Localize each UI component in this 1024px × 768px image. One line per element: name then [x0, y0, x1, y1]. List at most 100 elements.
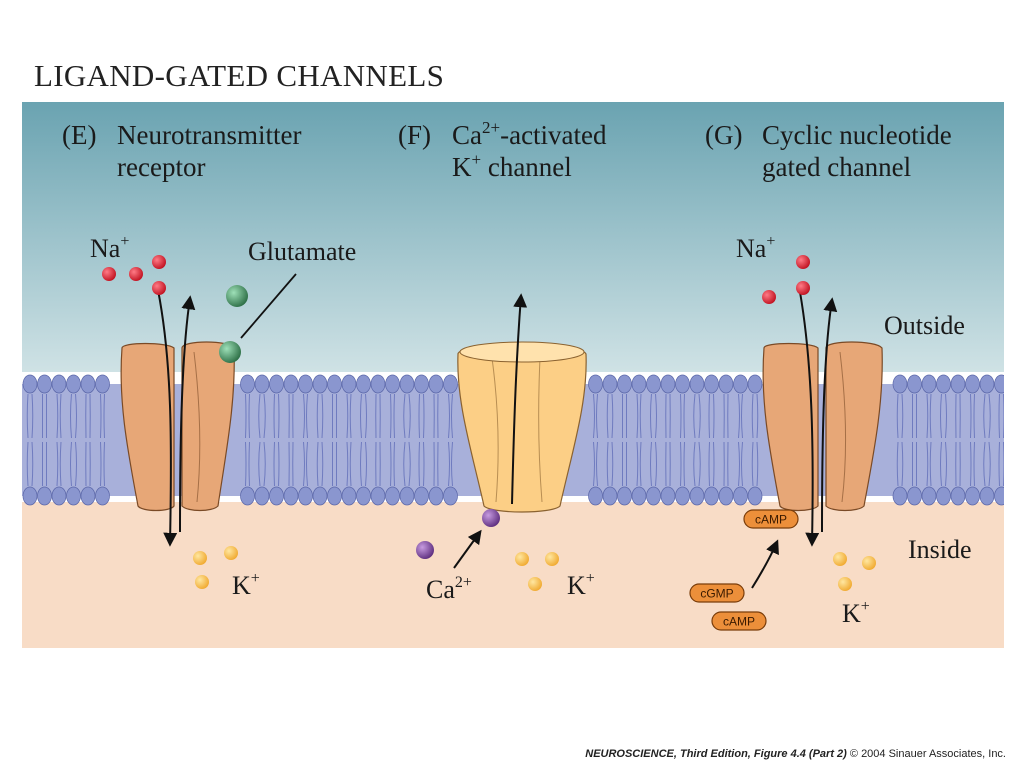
- panel-e-header: (E) Neurotransmitter receptor: [62, 120, 301, 182]
- lipid-head: [965, 486, 980, 506]
- lipid-tail: [390, 441, 395, 487]
- lipid-head: [660, 486, 676, 506]
- lipid-tail: [433, 393, 439, 439]
- camp-badge: cAMP: [711, 611, 767, 631]
- lipid-tail: [896, 393, 904, 439]
- lipid-tail: [926, 441, 932, 487]
- k-label-g: K+: [842, 598, 870, 628]
- glutamate-leader-line: [240, 273, 297, 339]
- lipid-head: [66, 374, 81, 394]
- lipid-head: [617, 486, 632, 506]
- lipid-tail: [751, 441, 759, 487]
- lipid-head: [921, 486, 937, 506]
- panel-f-line1: Ca2+-activated: [452, 118, 607, 150]
- lipid-tail: [912, 394, 917, 438]
- inside-region: [22, 502, 1004, 648]
- lipid-tail: [955, 441, 961, 487]
- lipid-tail: [100, 393, 105, 439]
- lipid-head: [341, 486, 357, 506]
- k-label-f: K+: [567, 570, 595, 600]
- k-label-e: K+: [232, 570, 260, 600]
- lipid-tail: [448, 393, 453, 439]
- lipid-tail: [258, 393, 266, 439]
- lipid-head: [80, 486, 96, 506]
- lipid-head: [283, 486, 299, 506]
- lipid-tail: [403, 393, 411, 439]
- lipid-head: [385, 374, 400, 394]
- lipid-head: [428, 486, 444, 506]
- lipid-head: [356, 486, 371, 506]
- lipid-head: [22, 486, 38, 506]
- panel-g-header: (G) Cyclic nucleotide gated channel: [705, 120, 952, 182]
- na-influx-arrow-e: [157, 289, 178, 547]
- lipid-head: [675, 486, 690, 506]
- channel-e: [120, 341, 235, 512]
- k-ion: [862, 556, 876, 570]
- lipid-head: [254, 374, 270, 394]
- lipid-head: [37, 486, 52, 506]
- k-ion: [833, 552, 847, 566]
- lipid-head: [399, 486, 415, 506]
- lipid-head: [283, 374, 299, 394]
- lipid-tail: [622, 441, 627, 486]
- lipid-head: [704, 374, 719, 394]
- lipid-tail: [288, 393, 294, 439]
- lipid-tail: [390, 393, 395, 439]
- lipid-tail: [273, 393, 280, 439]
- k-ion: [193, 551, 207, 565]
- lipid-tail: [693, 393, 701, 439]
- lipid-head: [892, 486, 908, 506]
- lipid-head: [646, 486, 661, 506]
- channel-f: [457, 341, 587, 513]
- lipid-tail: [693, 441, 701, 487]
- lipid-tail: [723, 393, 729, 439]
- lipid-head: [341, 374, 357, 394]
- lipid-tail: [273, 441, 280, 487]
- lipid-head: [631, 374, 647, 394]
- panel-e-line1: Neurotransmitter: [117, 120, 301, 150]
- lipid-tail: [332, 394, 337, 438]
- lipid-head: [747, 486, 763, 506]
- lipid-head: [950, 486, 966, 506]
- lipid-tail: [100, 441, 105, 487]
- lipid-head: [414, 374, 429, 394]
- channel-e-right-subunit: [181, 341, 235, 512]
- lipid-tail: [332, 442, 337, 486]
- lipid-tail: [955, 393, 961, 439]
- lipid-head: [733, 374, 748, 394]
- lipid-head: [240, 486, 255, 506]
- lipid-tail: [316, 441, 324, 487]
- lipid-tail: [593, 441, 598, 487]
- lipid-head: [22, 374, 38, 394]
- inside-label: Inside: [908, 535, 972, 564]
- panel-g-line1: Cyclic nucleotide: [762, 120, 952, 150]
- lipid-head: [747, 374, 763, 394]
- lipid-head: [240, 374, 255, 394]
- lipid-head: [617, 374, 632, 394]
- panel-f-letter: (F): [398, 120, 431, 150]
- lipid-tail: [375, 441, 381, 487]
- lipid-tail: [738, 441, 743, 487]
- lipid-head: [588, 374, 603, 394]
- na-influx-arrow-g: [799, 291, 820, 547]
- k-efflux-arrow-e: [179, 295, 196, 533]
- lipid-head: [979, 486, 995, 506]
- lipid-tail: [346, 441, 352, 487]
- lipid-tail: [42, 394, 47, 438]
- lipid-head: [660, 374, 676, 394]
- lipid-tail: [360, 393, 367, 439]
- channel-g-right-subunit: [825, 341, 883, 512]
- lipid-tail: [665, 393, 671, 439]
- lipid-tail: [708, 441, 715, 487]
- lipid-head: [254, 486, 270, 506]
- lipid-tail: [665, 441, 671, 487]
- panel-f-line2: K+ channel: [452, 150, 572, 182]
- lipid-head: [936, 486, 951, 506]
- lipid-head: [602, 486, 618, 506]
- outside-label: Outside: [884, 311, 965, 340]
- lipid-tail: [56, 441, 62, 487]
- diagram-title: LIGAND-GATED CHANNELS: [34, 58, 445, 93]
- credit-copyright: © 2004 Sinauer Associates, Inc.: [849, 748, 1006, 760]
- lipid-tail: [448, 441, 453, 487]
- panel-e-letter: (E): [62, 120, 96, 150]
